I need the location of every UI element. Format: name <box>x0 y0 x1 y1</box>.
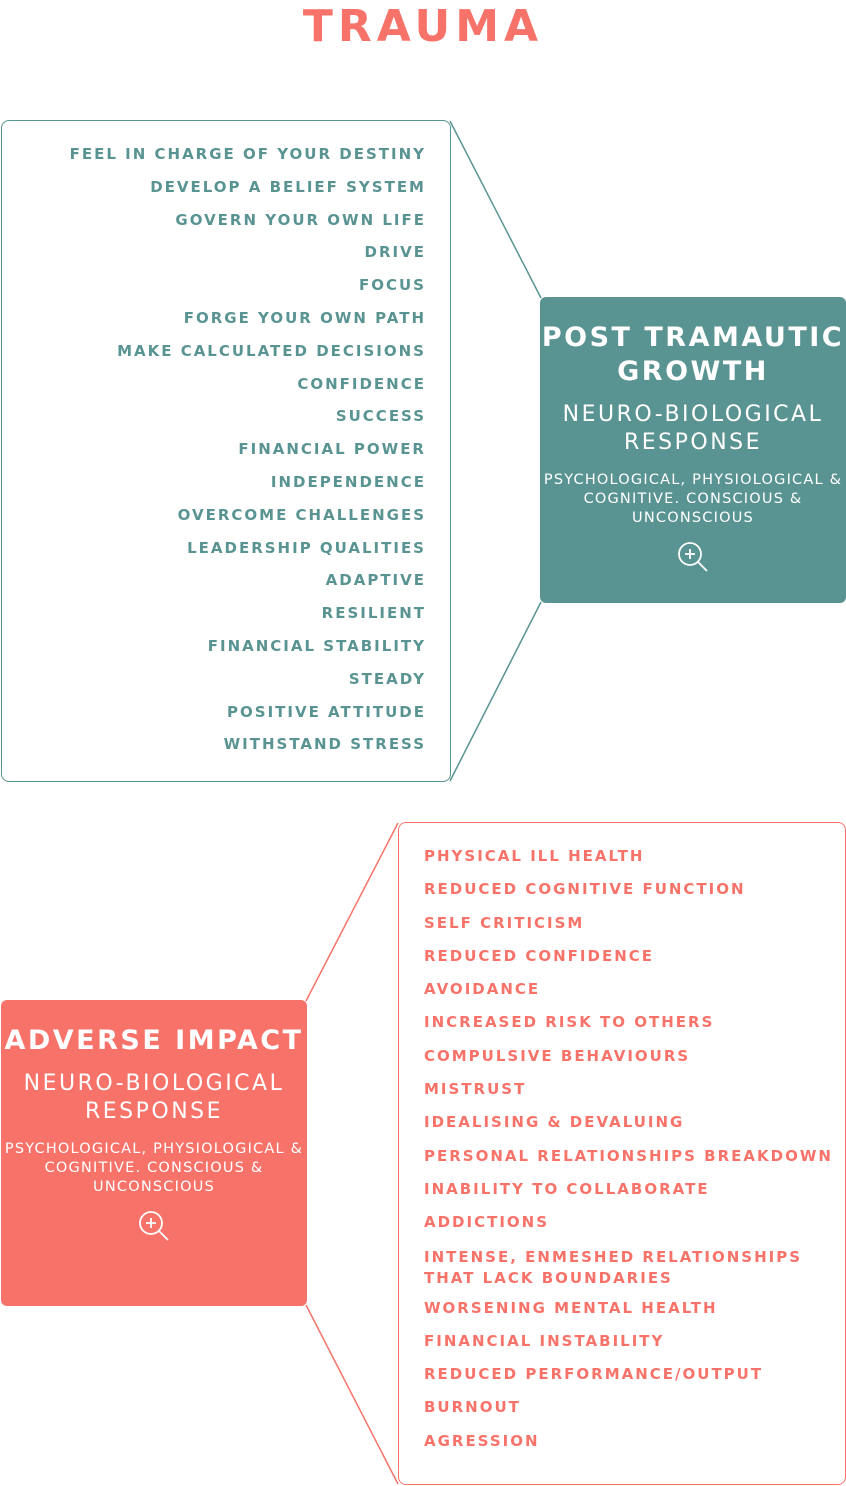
list-item: FORGE YOUR OWN PATH <box>183 308 426 327</box>
list-item: OVERCOME CHALLENGES <box>177 505 426 524</box>
list-item: INDEPENDENCE <box>270 472 426 491</box>
adverse-impact-card: ADVERSE IMPACT NEURO-BIOLOGICAL RESPONSE… <box>1 1000 307 1306</box>
list-item: SUCCESS <box>335 407 426 426</box>
page-title: TRAUMA <box>302 1 544 52</box>
growth-outcomes-list: FEEL IN CHARGE OF YOUR DESTINY DEVELOP A … <box>1 120 451 782</box>
card-description: PSYCHOLOGICAL, PHYSIOLOGICAL & COGNITIVE… <box>4 1141 304 1195</box>
list-item: SELF CRITICISM <box>424 913 585 932</box>
list-item: LEADERSHIP QUALITIES <box>187 538 426 557</box>
card-subheading: NEURO-BIOLOGICAL RESPONSE <box>23 1071 285 1124</box>
card-subheading: NEURO-BIOLOGICAL RESPONSE <box>562 402 824 455</box>
list-item: PHYSICAL ILL HEALTH <box>424 847 645 865</box>
list-item: REDUCED CONFIDENCE <box>424 946 655 965</box>
list-item: CONFIDENCE <box>297 374 426 393</box>
list-item: MISTRUST <box>424 1080 527 1099</box>
growth-connector-bottom <box>449 601 542 782</box>
list-item: WORSENING MENTAL HEALTH <box>424 1298 718 1317</box>
list-item: IDEALISING & DEVALUING <box>424 1113 685 1132</box>
growth-connector-top <box>449 120 542 299</box>
list-item: BURNOUT <box>424 1398 521 1417</box>
list-item: FINANCIAL INSTABILITY <box>424 1331 665 1350</box>
zoom-in-icon[interactable] <box>137 1209 171 1243</box>
list-item: WITHSTAND STRESS <box>223 735 426 754</box>
list-item: STEADY <box>348 669 426 688</box>
list-item: REDUCED PERFORMANCE/OUTPUT <box>424 1365 764 1384</box>
adverse-connector-bottom <box>305 1304 399 1485</box>
list-item: MAKE CALCULATED DECISIONS <box>117 341 426 360</box>
card-heading: ADVERSE IMPACT <box>4 1025 304 1056</box>
post-traumatic-growth-card: POST TRAMAUTIC GROWTH NEURO-BIOLOGICAL R… <box>540 297 846 603</box>
list-item: FINANCIAL POWER <box>238 440 426 459</box>
list-item: INTENSE, ENMESHED RELATIONSHIPS THAT LAC… <box>424 1247 803 1287</box>
adverse-connector-top <box>305 822 399 1002</box>
list-item: ADDICTIONS <box>424 1213 550 1232</box>
list-item: FOCUS <box>359 276 426 295</box>
adverse-outcomes-list: PHYSICAL ILL HEALTH REDUCED COGNITIVE FUN… <box>398 822 846 1485</box>
card-description: PSYCHOLOGICAL, PHYSIOLOGICAL & COGNITIVE… <box>543 472 843 526</box>
list-item: DEVELOP A BELIEF SYSTEM <box>150 177 426 196</box>
list-item: FEEL IN CHARGE OF YOUR DESTINY <box>69 145 426 163</box>
list-item: RESILIENT <box>321 604 426 623</box>
list-item: DRIVE <box>364 243 426 262</box>
zoom-in-icon[interactable] <box>676 540 710 574</box>
list-item: INCREASED RISK TO OTHERS <box>424 1013 715 1032</box>
list-item: COMPULSIVE BEHAVIOURS <box>424 1046 691 1065</box>
list-item: PERSONAL RELATIONSHIPS BREAKDOWN <box>424 1146 833 1165</box>
list-item: REDUCED COGNITIVE FUNCTION <box>424 880 746 899</box>
list-item: GOVERN YOUR OWN LIFE <box>175 210 426 229</box>
list-item: ADAPTIVE <box>325 571 426 590</box>
list-item: INABILITY TO COLLABORATE <box>424 1179 710 1198</box>
list-item: AGRESSION <box>424 1431 540 1450</box>
list-item: FINANCIAL STABILITY <box>207 636 426 655</box>
card-heading: POST TRAMAUTIC GROWTH <box>541 322 845 387</box>
list-item: POSITIVE ATTITUDE <box>227 702 426 721</box>
list-item: AVOIDANCE <box>424 980 541 999</box>
